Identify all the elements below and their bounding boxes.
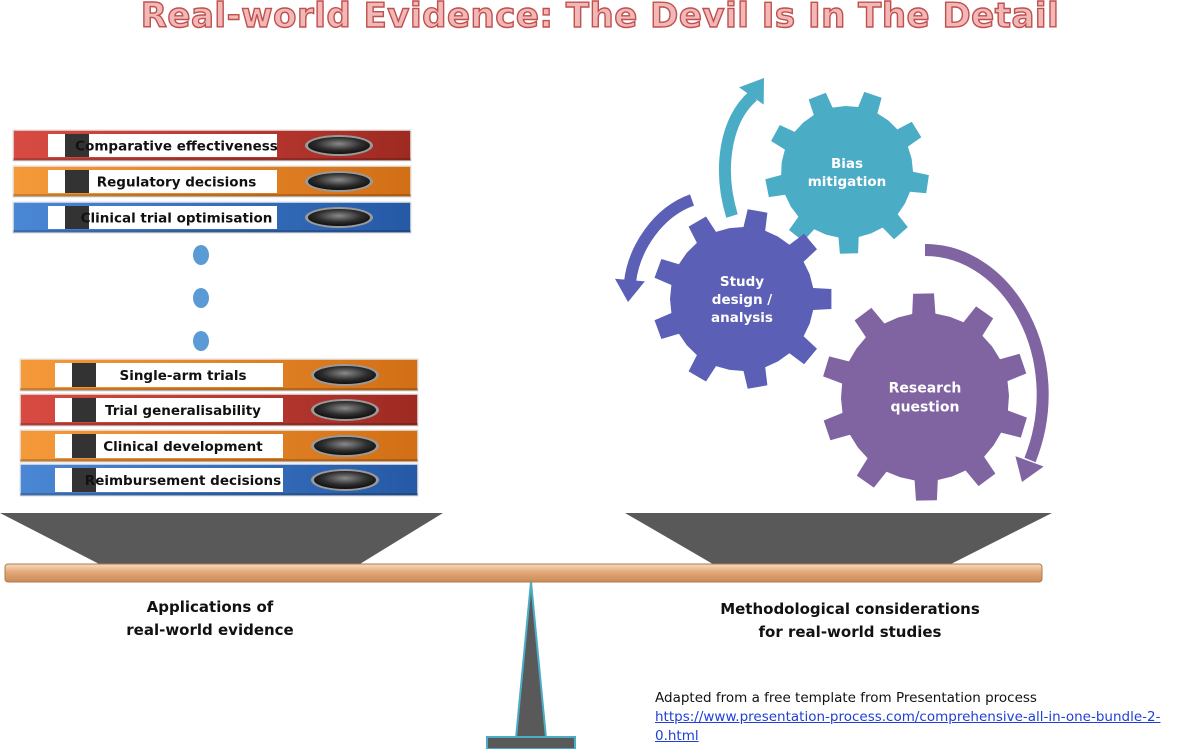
arrowhead-purple	[1015, 456, 1044, 482]
book-label: Clinical development	[103, 439, 263, 455]
arrowhead-indigo	[614, 278, 645, 302]
left-caption-line1: Applications of	[146, 598, 274, 616]
right-scale-pan	[625, 513, 1052, 567]
left-caption-line2: real-world evidence	[126, 621, 294, 639]
credit-link[interactable]: https://www.presentation-process.com/com…	[655, 709, 1161, 744]
book-label: Comparative effectiveness	[75, 139, 278, 155]
gear-label-line: design /	[712, 292, 772, 308]
continuation-dot	[193, 331, 209, 351]
gear-label-line: question	[891, 400, 960, 416]
book-top-2: Clinical trial optimisation	[12, 201, 412, 234]
left-caption: Applications of real-world evidence	[90, 596, 330, 642]
gear-bias-mitigation: Bias mitigation	[765, 91, 929, 254]
credit-text: Adapted from a free template from Presen…	[655, 690, 1037, 706]
book-label: Trial generalisability	[105, 403, 261, 419]
scale-plank	[4, 563, 1043, 583]
left-scale-pan	[0, 513, 443, 567]
cycle-arrow-indigo	[624, 194, 695, 283]
gear-label-line: Research	[889, 381, 962, 397]
continuation-dot	[193, 245, 209, 265]
cycle-arrow-purple	[924, 244, 1049, 463]
right-caption: Methodological considerations for real-w…	[700, 598, 1000, 644]
book-label: Regulatory decisions	[97, 175, 256, 191]
book-label: Reimbursement decisions	[85, 473, 281, 489]
credit-note: Adapted from a free template from Presen…	[655, 689, 1200, 746]
cycle-arrow-cyan	[719, 91, 758, 218]
gear-shape	[654, 209, 832, 389]
book-label: Single-arm trials	[119, 368, 246, 384]
gear-label-line: Bias	[831, 156, 863, 172]
book-bottom-2: Clinical development	[19, 429, 419, 463]
gear-shape	[823, 293, 1027, 501]
gear-research-question: Research question	[823, 293, 1027, 501]
right-caption-line1: Methodological considerations	[720, 600, 980, 618]
continuation-dot	[193, 288, 209, 308]
gear-shape	[765, 91, 929, 254]
gear-label-line: mitigation	[808, 174, 887, 190]
gear-label-line: Study	[720, 274, 764, 290]
book-bottom-0: Single-arm trials	[19, 358, 419, 392]
page-title: Real-world Evidence: The Devil Is In The…	[140, 0, 1060, 37]
book-label: Clinical trial optimisation	[81, 211, 273, 227]
scale-base	[486, 736, 576, 749]
book-top-1: Regulatory decisions	[12, 165, 412, 198]
book-top-0: Comparative effectiveness	[12, 129, 412, 162]
right-caption-line2: for real-world studies	[758, 623, 942, 641]
book-bottom-3: Reimbursement decisions	[19, 463, 419, 497]
book-bottom-1: Trial generalisability	[19, 393, 419, 427]
arrowhead-cyan	[739, 78, 764, 105]
gear-study-design-analysis: Study design / analysis	[654, 209, 832, 389]
scale-pillar	[514, 581, 548, 739]
gear-label-line: analysis	[711, 310, 773, 326]
